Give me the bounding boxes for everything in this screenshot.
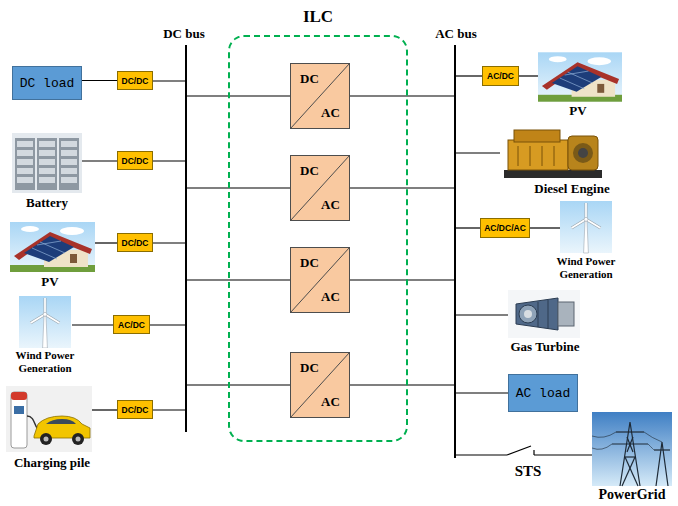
box-label: DC/DC bbox=[122, 76, 149, 86]
port-label: AC bbox=[321, 197, 340, 212]
port-label: DC bbox=[300, 360, 319, 375]
source-label: Charging pile bbox=[14, 455, 90, 470]
converter-box: AC/DC bbox=[482, 66, 519, 86]
source-label: Wind Power Generation bbox=[546, 255, 626, 281]
box-label: AC/DC bbox=[487, 71, 514, 81]
port-label: DC bbox=[300, 71, 319, 86]
charging-pile-picture bbox=[6, 386, 92, 452]
source-label: Battery bbox=[26, 195, 68, 210]
box-label: AC/DC bbox=[118, 320, 145, 330]
switch-label: STS bbox=[515, 463, 542, 480]
box-label: AC/DC/AC bbox=[484, 223, 526, 233]
converter-symbol bbox=[290, 63, 350, 129]
box-label: DC load bbox=[20, 76, 75, 91]
port-label: AC bbox=[321, 105, 340, 120]
connector-line bbox=[82, 80, 117, 81]
dc-ac-converter: DC AC bbox=[290, 155, 350, 221]
ac-bus-line bbox=[454, 45, 456, 458]
source-label: Gas Turbine bbox=[510, 339, 579, 354]
gas-turbine-picture bbox=[508, 290, 580, 338]
wires bbox=[72, 76, 592, 455]
box-label: AC load bbox=[516, 386, 571, 401]
converter-box: DC/DC bbox=[117, 233, 153, 252]
converter-symbol bbox=[290, 352, 350, 418]
box-label: DC/DC bbox=[122, 156, 149, 166]
converter-box: DC/DC bbox=[117, 151, 153, 170]
converter-box: AC/DC/AC bbox=[480, 218, 530, 238]
dc-ac-converter: DC AC bbox=[290, 247, 350, 313]
wind-turbine-picture bbox=[560, 201, 612, 253]
wind-turbine-picture bbox=[19, 296, 71, 348]
port-label: AC bbox=[321, 289, 340, 304]
bus-label: AC bus bbox=[435, 26, 477, 41]
ilc-group: ILCDCACDCACDCACDCAC bbox=[228, 35, 408, 442]
grid-label: PowerGrid bbox=[599, 487, 666, 503]
dc-ac-converter: DC AC bbox=[290, 63, 350, 129]
source-label: PV bbox=[41, 274, 58, 289]
source-label: Diesel Engine bbox=[534, 181, 609, 196]
pv-picture bbox=[538, 52, 622, 101]
source-label: Wind Power Generation bbox=[5, 349, 85, 375]
dc-ac-converter: DC AC bbox=[290, 352, 350, 418]
converter-symbol bbox=[290, 155, 350, 221]
box-label: DC/DC bbox=[122, 238, 149, 248]
battery-picture bbox=[12, 133, 82, 193]
diesel-engine-picture bbox=[504, 130, 602, 178]
pv-picture bbox=[10, 222, 95, 272]
port-label: DC bbox=[300, 163, 319, 178]
bus-label: DC bus bbox=[163, 26, 205, 41]
port-label: AC bbox=[321, 394, 340, 409]
power-grid-picture bbox=[592, 412, 672, 486]
converter-box: AC/DC bbox=[113, 315, 150, 334]
port-label: DC bbox=[300, 255, 319, 270]
source-label: PV bbox=[569, 103, 586, 118]
converter-box: DC/DC bbox=[117, 71, 153, 90]
box-label: DC/DC bbox=[122, 405, 149, 415]
dc-bus-line bbox=[185, 45, 187, 432]
group-title: ILC bbox=[303, 7, 333, 27]
converter-symbol bbox=[290, 247, 350, 313]
load-box: AC load bbox=[508, 374, 578, 412]
converter-box: DC/DC bbox=[117, 400, 153, 419]
load-box: DC load bbox=[12, 66, 82, 100]
